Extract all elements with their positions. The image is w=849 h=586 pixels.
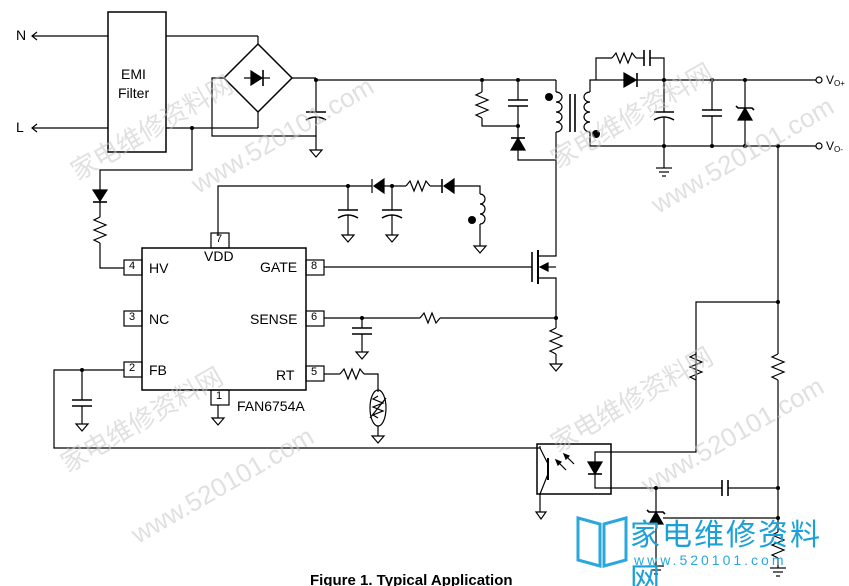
terminal-l-label: L <box>16 119 24 135</box>
ic-pin-name-rt: RT <box>276 367 295 383</box>
ic-pin-name-sense: SENSE <box>250 311 298 327</box>
ic-pin-number: 6 <box>311 311 318 323</box>
ic-pin-number: 7 <box>216 233 223 245</box>
output-feedback-divider <box>646 146 786 577</box>
ic-pin-number: 5 <box>311 366 318 378</box>
vout-positive-label: VO+ <box>826 73 845 88</box>
ic-pin-number: 1 <box>216 390 223 402</box>
bulk-capacitor <box>305 78 327 158</box>
logo-url: www.520101.com <box>634 552 787 568</box>
ic-pin-name-gate: GATE <box>260 259 298 275</box>
book-logo-icon <box>576 516 628 568</box>
emi-filter-label: EMI <box>121 66 146 82</box>
bridge-rectifier <box>211 42 316 137</box>
ic-pin-number: 2 <box>129 362 136 374</box>
ic-pin-number: 8 <box>311 260 318 272</box>
vdd-aux-supply <box>217 177 488 254</box>
rcd-snubber <box>474 78 556 161</box>
ic-pin-name-hv: HV <box>149 260 169 276</box>
terminal-n-label: N <box>16 27 27 43</box>
flyback-transformer <box>545 79 760 160</box>
site-logo: 家电维修资料网 www.520101.com <box>568 506 838 586</box>
optocoupler <box>534 301 778 521</box>
ic-pin-number: 3 <box>129 311 136 323</box>
ic-pin-number: 4 <box>129 260 136 272</box>
secondary-output-stage <box>595 50 823 177</box>
ic-pin-name-nc: NC <box>149 311 170 327</box>
hv-startup-path <box>91 126 194 269</box>
mosfet-gate-drive <box>324 160 557 300</box>
ic-pin-name-fb: FB <box>149 362 167 378</box>
emi-filter-box <box>107 11 167 153</box>
feedback-network <box>53 368 540 449</box>
emi-filter-label: Filter <box>118 85 150 101</box>
ac-input-lines <box>31 31 108 133</box>
rt-network <box>324 367 387 444</box>
current-sense-network <box>324 300 564 372</box>
figure-caption: Figure 1. Typical Application <box>310 572 513 586</box>
ic-part-number: FAN6754A <box>237 398 305 414</box>
ic-pin-name-vdd: VDD <box>204 248 234 264</box>
logo-text: 家电维修资料网 <box>630 518 822 586</box>
vout-negative-label: VO- <box>826 139 843 154</box>
